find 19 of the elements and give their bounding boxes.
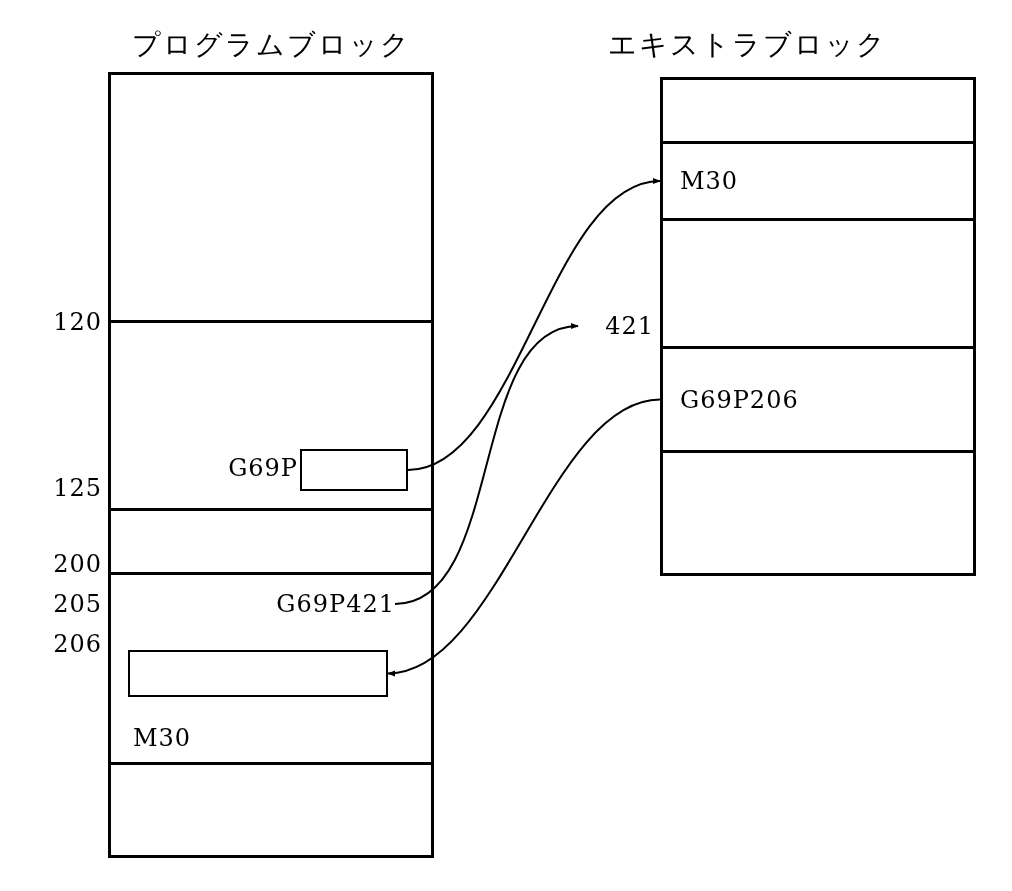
address-number: 205 xyxy=(52,589,102,620)
empty-box xyxy=(300,449,408,491)
code-text: 421 xyxy=(578,310,654,342)
row-text: M30 xyxy=(680,166,739,197)
code-text: G69P421 xyxy=(205,588,395,620)
arrow xyxy=(394,324,579,605)
code-text: M30 xyxy=(133,723,193,754)
address-number: 200 xyxy=(52,549,102,580)
memory-row xyxy=(660,346,976,453)
arrow xyxy=(387,398,661,676)
block-heading: エキストラブロック xyxy=(607,27,888,63)
empty-box xyxy=(128,650,388,697)
memory-row xyxy=(660,141,976,221)
address-number: 125 xyxy=(52,473,102,504)
block-heading: プログラムブロック xyxy=(130,27,412,63)
address-number: 120 xyxy=(52,307,102,338)
address-number: 206 xyxy=(52,629,102,660)
arrow xyxy=(407,179,661,471)
row-text: G69P206 xyxy=(680,384,799,416)
